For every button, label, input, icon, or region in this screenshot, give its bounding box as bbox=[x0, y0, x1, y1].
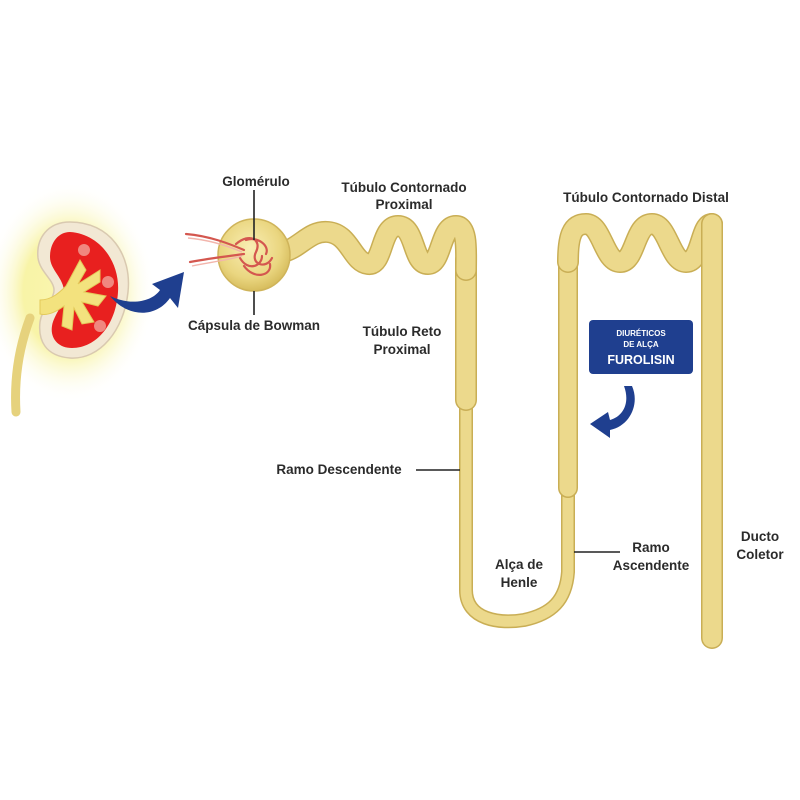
label-ramo-descendente: Ramo Descendente bbox=[276, 462, 402, 477]
label-glomerulo: Glomérulo bbox=[222, 174, 290, 189]
badge-line2: DE ALÇA bbox=[623, 340, 658, 349]
label-ramo-ascendente-2: Ascendente bbox=[613, 558, 690, 573]
label-tcd: Túbulo Contornado Distal bbox=[563, 190, 729, 205]
badge-line1: DIURÉTICOS bbox=[616, 329, 666, 338]
bowman-capsule bbox=[184, 218, 291, 292]
label-ducto-coletor-2: Coletor bbox=[736, 547, 784, 562]
kidney-icon bbox=[0, 182, 155, 417]
label-ducto-coletor-1: Ducto bbox=[741, 529, 779, 544]
badge-drug-name: FUROLISIN bbox=[607, 353, 674, 367]
nephron-tubule bbox=[272, 213, 723, 649]
label-trp-1: Túbulo Reto bbox=[363, 324, 442, 339]
label-alca-henle-1: Alça de bbox=[495, 557, 544, 572]
label-alca-henle-2: Henle bbox=[501, 575, 538, 590]
drug-badge: DIURÉTICOS DE ALÇA FUROLISIN bbox=[589, 320, 693, 374]
label-capsula-bowman: Cápsula de Bowman bbox=[188, 318, 320, 333]
label-tcp-1: Túbulo Contornado bbox=[341, 180, 466, 195]
label-trp-2: Proximal bbox=[373, 342, 430, 357]
label-ramo-ascendente-1: Ramo bbox=[632, 540, 670, 555]
curved-arrow-icon bbox=[110, 272, 184, 313]
label-tcp-2: Proximal bbox=[375, 197, 432, 212]
glomerulus bbox=[184, 232, 274, 276]
curved-arrow-icon bbox=[590, 386, 635, 438]
